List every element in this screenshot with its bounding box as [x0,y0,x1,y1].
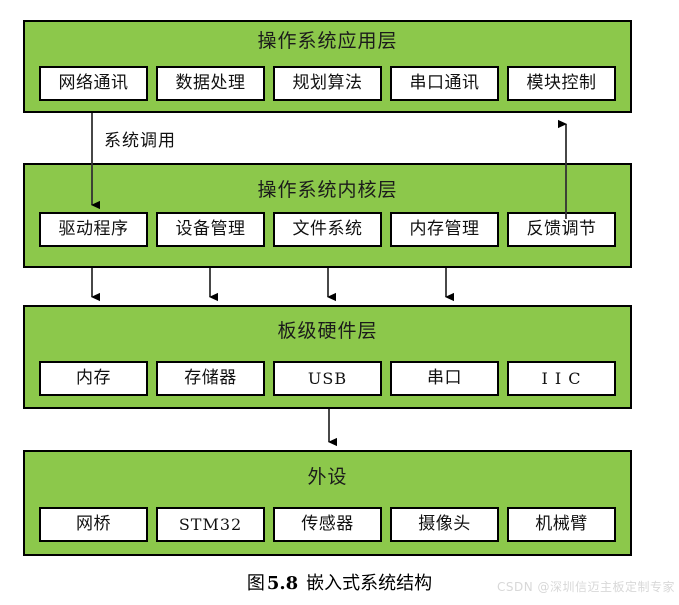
item-box-module-control[interactable]: 模块控制 [507,66,616,101]
csdn-watermark: CSDN @深圳信迈主板定制专家 [496,580,675,594]
caption-title: 嵌入式系统结构 [306,573,433,594]
layer-items-kernel: 驱动程序 设备管理 文件系统 内存管理 反馈调节 [39,212,616,247]
layer-items-peripheral: 网桥 STM32 传感器 摄像头 机械臂 [39,507,616,542]
item-box-camera[interactable]: 摄像头 [390,507,499,542]
item-box-sensor[interactable]: 传感器 [273,507,382,542]
layer-title-board-hardware: 板级硬件层 [277,320,378,342]
item-box-usb[interactable]: USB [273,361,382,396]
item-box-data-processing[interactable]: 数据处理 [156,66,265,101]
item-box-memory-management[interactable]: 内存管理 [390,212,499,247]
item-box-file-system[interactable]: 文件系统 [273,212,382,247]
layer-items-application: 网络通讯 数据处理 规划算法 串口通讯 模块控制 [39,66,616,101]
layer-items-board-hardware: 内存 存储器 USB 串口 I I C [39,361,616,396]
layer-panel-kernel: 操作系统内核层 驱动程序 设备管理 文件系统 内存管理 反馈调节 [23,163,632,268]
item-box-iic[interactable]: I I C [507,361,616,396]
layer-title-kernel: 操作系统内核层 [257,179,398,201]
layer-panel-peripheral: 外设 网桥 STM32 传感器 摄像头 机械臂 [23,450,632,556]
layer-panel-board-hardware: 板级硬件层 内存 存储器 USB 串口 I I C [23,305,632,409]
item-box-serial-port[interactable]: 串口 [390,361,499,396]
item-box-stm32[interactable]: STM32 [156,507,265,542]
layer-title-application: 操作系统应用层 [257,30,398,52]
item-box-robotic-arm[interactable]: 机械臂 [507,507,616,542]
caption-number: 5.8 [266,573,299,594]
layer-panel-application: 操作系统应用层 网络通讯 数据处理 规划算法 串口通讯 模块控制 [23,20,632,113]
item-box-planning-algorithm[interactable]: 规划算法 [273,66,382,101]
item-box-driver-program[interactable]: 驱动程序 [39,212,148,247]
item-box-network-comm[interactable]: 网络通讯 [39,66,148,101]
item-box-device-management[interactable]: 设备管理 [156,212,265,247]
item-box-feedback-regulation[interactable]: 反馈调节 [507,212,616,247]
item-box-memory[interactable]: 内存 [39,361,148,396]
layer-title-peripheral: 外设 [307,466,348,488]
caption-prefix: 图 [246,573,265,594]
item-box-serial-comm[interactable]: 串口通讯 [390,66,499,101]
item-box-storage[interactable]: 存储器 [156,361,265,396]
system-call-label: 系统调用 [104,131,176,151]
item-box-network-bridge[interactable]: 网桥 [39,507,148,542]
